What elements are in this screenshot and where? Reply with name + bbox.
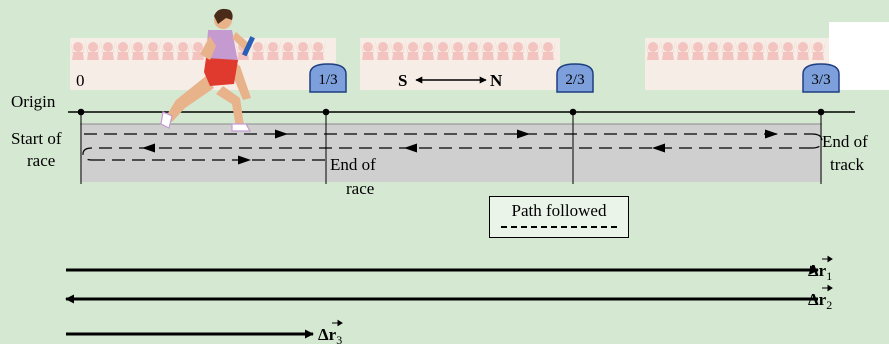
end-track-label-line1: End of	[822, 132, 868, 151]
origin-label: Origin	[11, 92, 56, 111]
vector-label-1: Δr1	[808, 261, 832, 283]
marker-2-3: 2/3	[556, 63, 594, 93]
third-dot	[322, 108, 330, 116]
path-legend: Path followed	[489, 196, 629, 238]
end-dot	[817, 108, 825, 116]
legend-title: Path followed	[511, 201, 607, 220]
south-label: S	[398, 71, 408, 90]
marker-3-3: 3/3	[802, 63, 840, 93]
path-direction-arrows	[142, 129, 778, 165]
vector-arrow-accents	[332, 255, 833, 327]
svg-text:2/3: 2/3	[565, 72, 584, 88]
vector-label-2: Δr2	[808, 290, 832, 312]
two-thirds-dot	[569, 108, 577, 116]
start-label-line2: race	[27, 151, 56, 170]
marker-1-3: 1/3	[309, 63, 347, 93]
north-label: N	[490, 71, 503, 90]
vector-label-3: Δr3	[318, 325, 342, 344]
end-race-label-line1: End of	[330, 155, 376, 174]
end-race-label-line2: race	[346, 179, 375, 198]
end-track-label-line2: track	[830, 155, 864, 174]
track-surface	[80, 124, 822, 182]
zero-label: 0	[76, 71, 85, 90]
crowd-background	[70, 22, 889, 90]
svg-text:3/3: 3/3	[811, 72, 830, 88]
runner-figure	[160, 8, 255, 132]
origin-dot	[77, 108, 85, 116]
start-label-line1: Start of	[11, 129, 62, 148]
svg-text:1/3: 1/3	[318, 72, 337, 88]
legend-dash-sample	[501, 226, 617, 228]
path-followed	[82, 133, 823, 161]
